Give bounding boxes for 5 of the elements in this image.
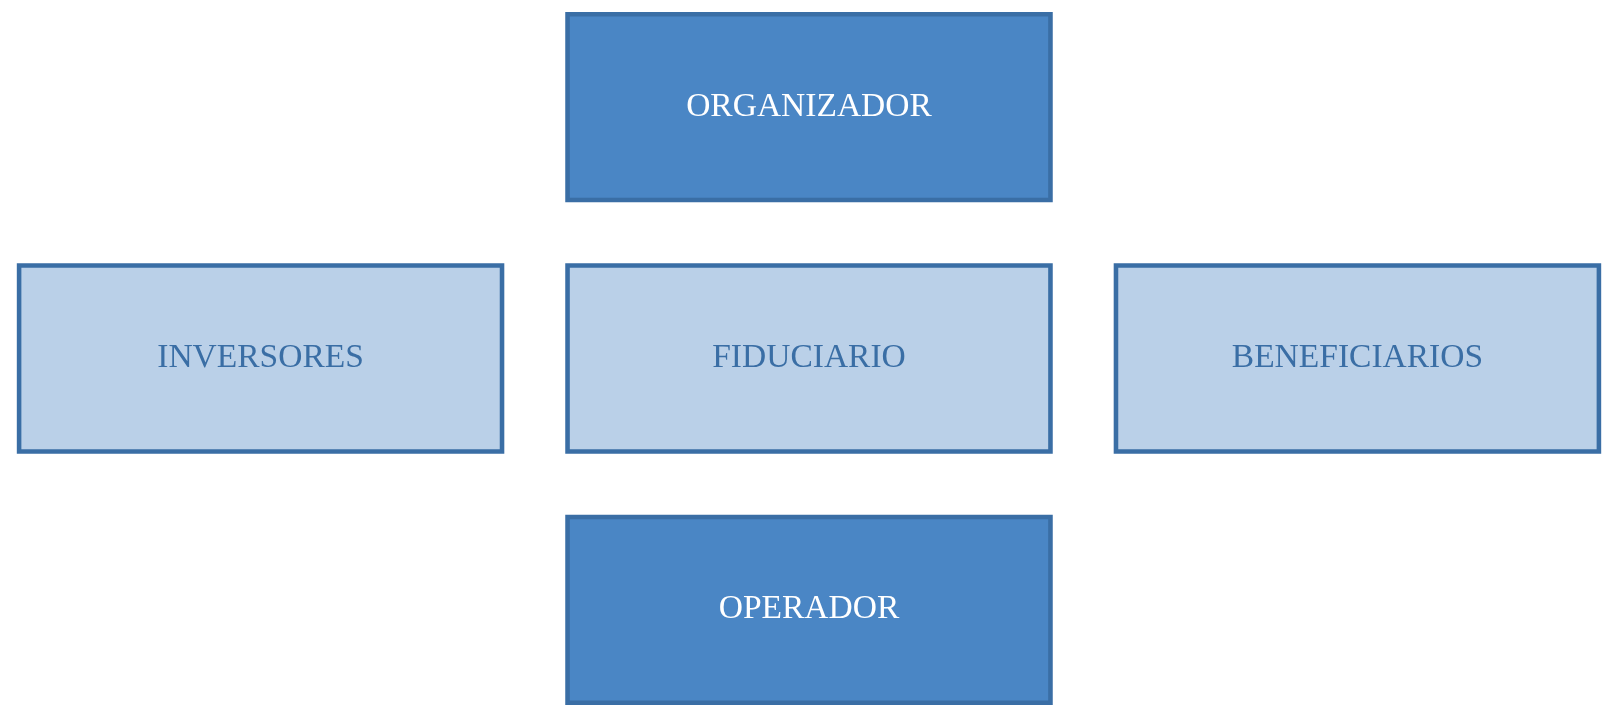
node-box: FIDUCIARIO [565, 263, 1053, 454]
node-box: ORGANIZADOR [565, 11, 1053, 203]
node-box: INVERSORES [16, 263, 505, 454]
node-box: BENEFICIARIOS [1113, 263, 1602, 454]
node-box: OPERADOR [565, 514, 1053, 706]
